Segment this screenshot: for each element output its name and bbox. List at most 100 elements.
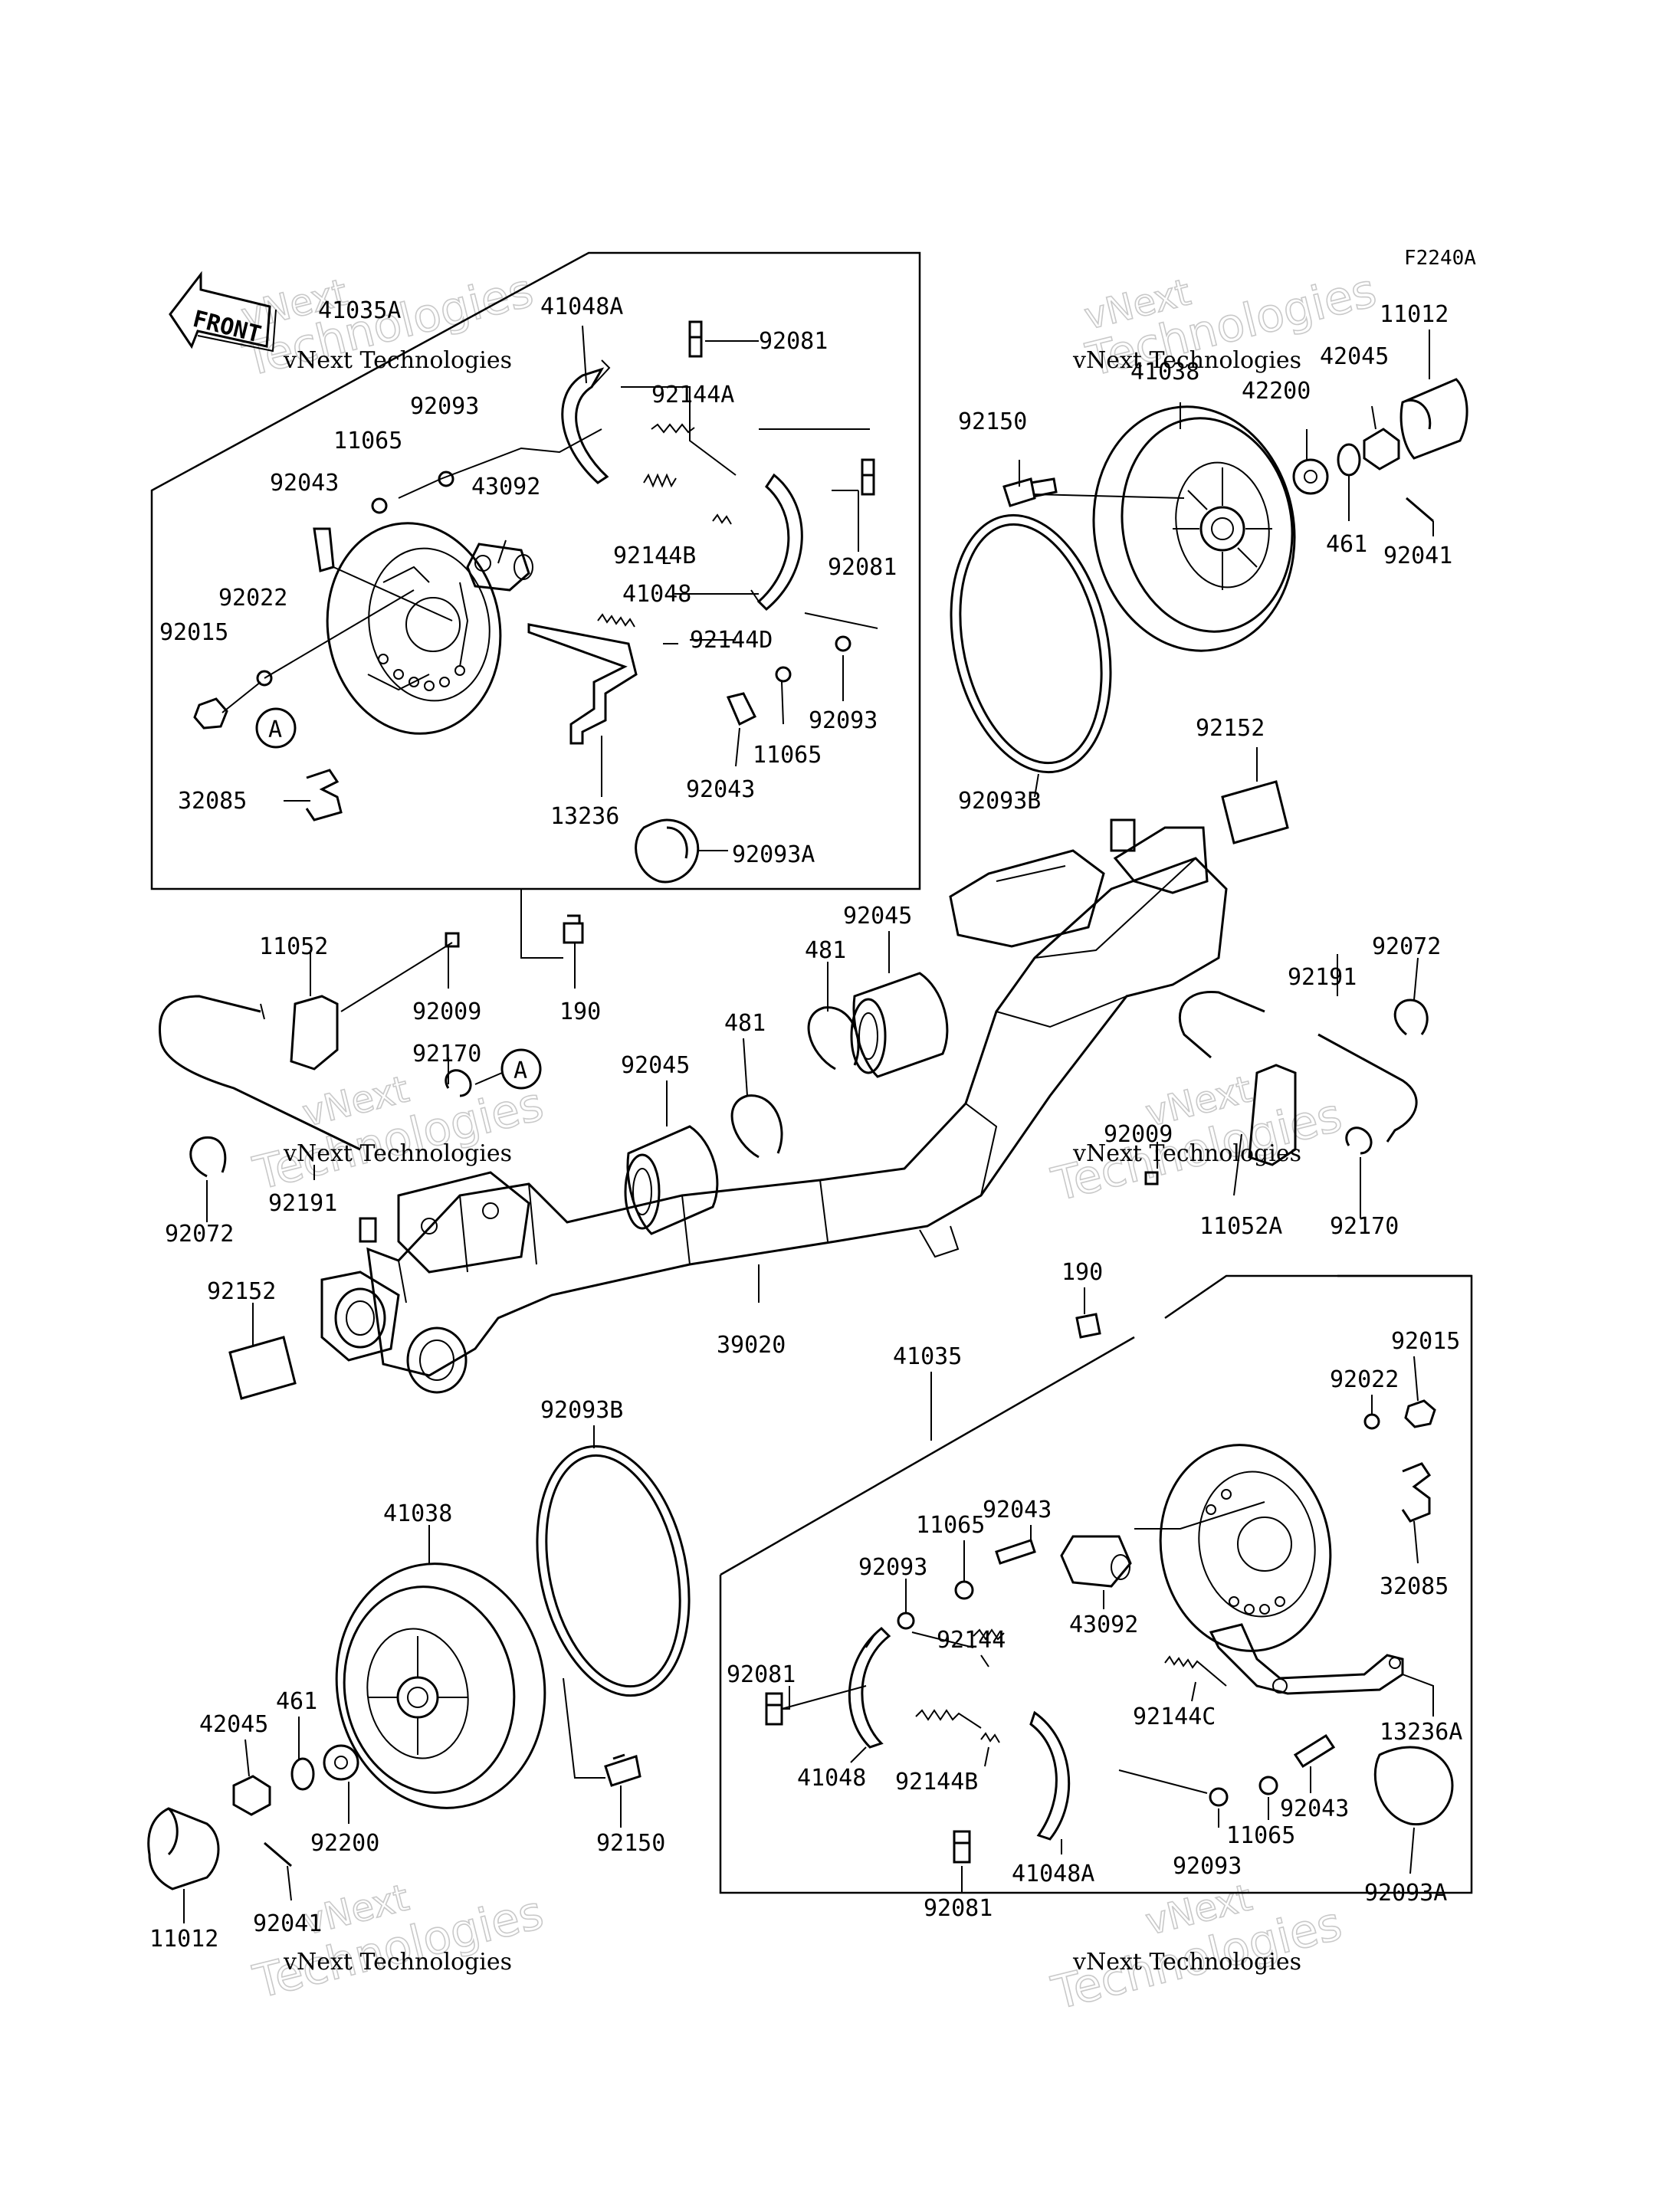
label-92081-lower-2: 92081 bbox=[924, 1895, 993, 1922]
label-92072-right: 92072 bbox=[1372, 933, 1441, 960]
reference-a-mid bbox=[500, 1048, 542, 1090]
label-92144: 92144 bbox=[937, 1627, 1006, 1654]
washer-461-lower bbox=[290, 1757, 315, 1791]
label-11065-lower-2: 11065 bbox=[1226, 1822, 1295, 1849]
label-92150-lower: 92150 bbox=[596, 1830, 665, 1857]
washer-92093-upper-2 bbox=[835, 635, 851, 652]
washer-11065-lower-2 bbox=[1258, 1776, 1278, 1795]
labels-lower-right: 92015 92022 41035 92043 11065 92093 9208… bbox=[727, 1328, 1462, 1922]
brake-hose-92191-left bbox=[158, 995, 361, 1151]
label-11012: 11012 bbox=[1380, 301, 1449, 328]
label-41035: 41035 bbox=[893, 1343, 962, 1370]
cotter-pin-92041-upper bbox=[1406, 497, 1434, 523]
circlip-481-mid-right bbox=[807, 1006, 860, 1071]
brake-panel-right bbox=[1159, 1444, 1332, 1652]
clip-92081-upper-2 bbox=[861, 458, 875, 496]
label-92144A: 92144A bbox=[651, 382, 734, 408]
brake-drum-upper bbox=[1092, 405, 1296, 652]
label-92045-right: 92045 bbox=[843, 903, 912, 930]
label-92093-lower: 92093 bbox=[858, 1554, 927, 1581]
clip-32085-upper bbox=[305, 769, 343, 821]
label-42200: 42200 bbox=[1242, 378, 1311, 405]
label-11065: 11065 bbox=[333, 428, 402, 454]
bolt-92009-right bbox=[1144, 1171, 1159, 1185]
diagram-code: F2240A bbox=[1404, 247, 1476, 270]
label-11052: 11052 bbox=[259, 933, 328, 960]
label-92015: 92015 bbox=[159, 619, 228, 646]
washer-11065-upper-2 bbox=[775, 666, 792, 683]
label-92093A-lower: 92093A bbox=[1364, 1880, 1447, 1907]
watermark-caption: vNext Technologies bbox=[283, 1140, 512, 1167]
label-92009-right: 92009 bbox=[1104, 1121, 1173, 1148]
label-92144C: 92144C bbox=[1133, 1703, 1216, 1730]
label-461-lower: 461 bbox=[276, 1688, 317, 1715]
label-92093-2: 92093 bbox=[809, 707, 878, 734]
seal-92093A-upper bbox=[635, 818, 700, 884]
washer-11065-lower bbox=[954, 1580, 974, 1600]
label-92081: 92081 bbox=[759, 328, 828, 355]
label-92072-left: 92072 bbox=[165, 1221, 234, 1248]
label-11065-2: 11065 bbox=[753, 742, 822, 769]
label-92043-lower-2: 92043 bbox=[1280, 1795, 1349, 1822]
cap-11012-upper bbox=[1399, 378, 1468, 460]
label-42045: 42045 bbox=[1320, 343, 1389, 370]
springs-upper bbox=[597, 423, 732, 628]
brake-hose-92191-right bbox=[1178, 990, 1418, 1143]
label-92152: 92152 bbox=[1196, 715, 1265, 742]
label-92081-lower: 92081 bbox=[727, 1661, 796, 1688]
clamp-92170-left bbox=[445, 1069, 472, 1097]
reference-a-upper bbox=[255, 707, 297, 749]
label-13236: 13236 bbox=[550, 803, 619, 830]
wheel-cylinder-upper bbox=[466, 543, 533, 592]
bearing-92045-mid-left bbox=[624, 1125, 719, 1235]
label-92015-lower: 92015 bbox=[1391, 1328, 1460, 1355]
cap-11012-lower bbox=[147, 1807, 220, 1890]
label-41048A-lower: 41048A bbox=[1012, 1861, 1094, 1887]
labels-upper-right: 11012 41038 42200 42045 92150 461 92041 … bbox=[958, 301, 1452, 815]
leader-lines-upper-left bbox=[221, 325, 878, 851]
labels-middle: 11052 92009 190 92170 92045 481 481 9204… bbox=[165, 903, 1441, 1359]
bolt-190-right bbox=[1075, 1313, 1101, 1339]
pin-92043-lower-2 bbox=[1293, 1733, 1336, 1769]
clip-92081-lower-1 bbox=[765, 1692, 783, 1726]
bolt-92009-left bbox=[445, 932, 460, 948]
label-92009: 92009 bbox=[412, 998, 481, 1025]
clip-92081-lower-2 bbox=[953, 1830, 971, 1864]
label-92043-lower: 92043 bbox=[983, 1497, 1052, 1523]
label-481-right: 481 bbox=[805, 937, 846, 964]
washer-92022-lower bbox=[1363, 1413, 1380, 1430]
leader-lines-lower-left bbox=[183, 1425, 622, 1923]
label-42045-lower: 42045 bbox=[199, 1711, 268, 1738]
label-41038: 41038 bbox=[1130, 359, 1199, 385]
label-32085: 32085 bbox=[178, 788, 247, 815]
clip-92081-upper-1 bbox=[688, 320, 703, 358]
label-92093A: 92093A bbox=[732, 841, 815, 868]
label-92093B: 92093B bbox=[958, 788, 1041, 815]
label-41035A: 41035A bbox=[318, 297, 401, 324]
brake-panel-left bbox=[326, 522, 502, 735]
label-92144D: 92144D bbox=[690, 627, 773, 654]
label-461: 461 bbox=[1326, 531, 1367, 558]
label-92041-lower: 92041 bbox=[253, 1910, 322, 1937]
hose-clip-92072-right bbox=[1393, 998, 1429, 1036]
label-39020: 39020 bbox=[717, 1332, 786, 1359]
label-92152-left: 92152 bbox=[207, 1278, 276, 1305]
label-11052A: 11052A bbox=[1199, 1213, 1282, 1240]
brake-shoe-41048A-lower bbox=[1029, 1710, 1071, 1841]
bushing-92152-left bbox=[228, 1336, 297, 1400]
label-92093-lower-2: 92093 bbox=[1173, 1853, 1242, 1880]
label-92081-2: 92081 bbox=[828, 554, 897, 581]
label-32085-lower: 32085 bbox=[1380, 1573, 1449, 1600]
hose-clip-92072-left bbox=[189, 1136, 227, 1178]
label-190-right: 190 bbox=[1061, 1259, 1103, 1286]
label-92200-lower: 92200 bbox=[310, 1830, 379, 1857]
brake-shoe-41048-lower bbox=[848, 1626, 891, 1749]
label-11065-lower: 11065 bbox=[916, 1512, 985, 1539]
nut-42045-upper bbox=[1363, 428, 1400, 471]
leader-lines-upper-right bbox=[1019, 330, 1434, 798]
washer-92022-upper bbox=[256, 670, 273, 687]
label-92022: 92022 bbox=[218, 585, 287, 612]
pin-92043-lower bbox=[995, 1539, 1036, 1565]
seal-92093B-upper bbox=[950, 513, 1112, 774]
